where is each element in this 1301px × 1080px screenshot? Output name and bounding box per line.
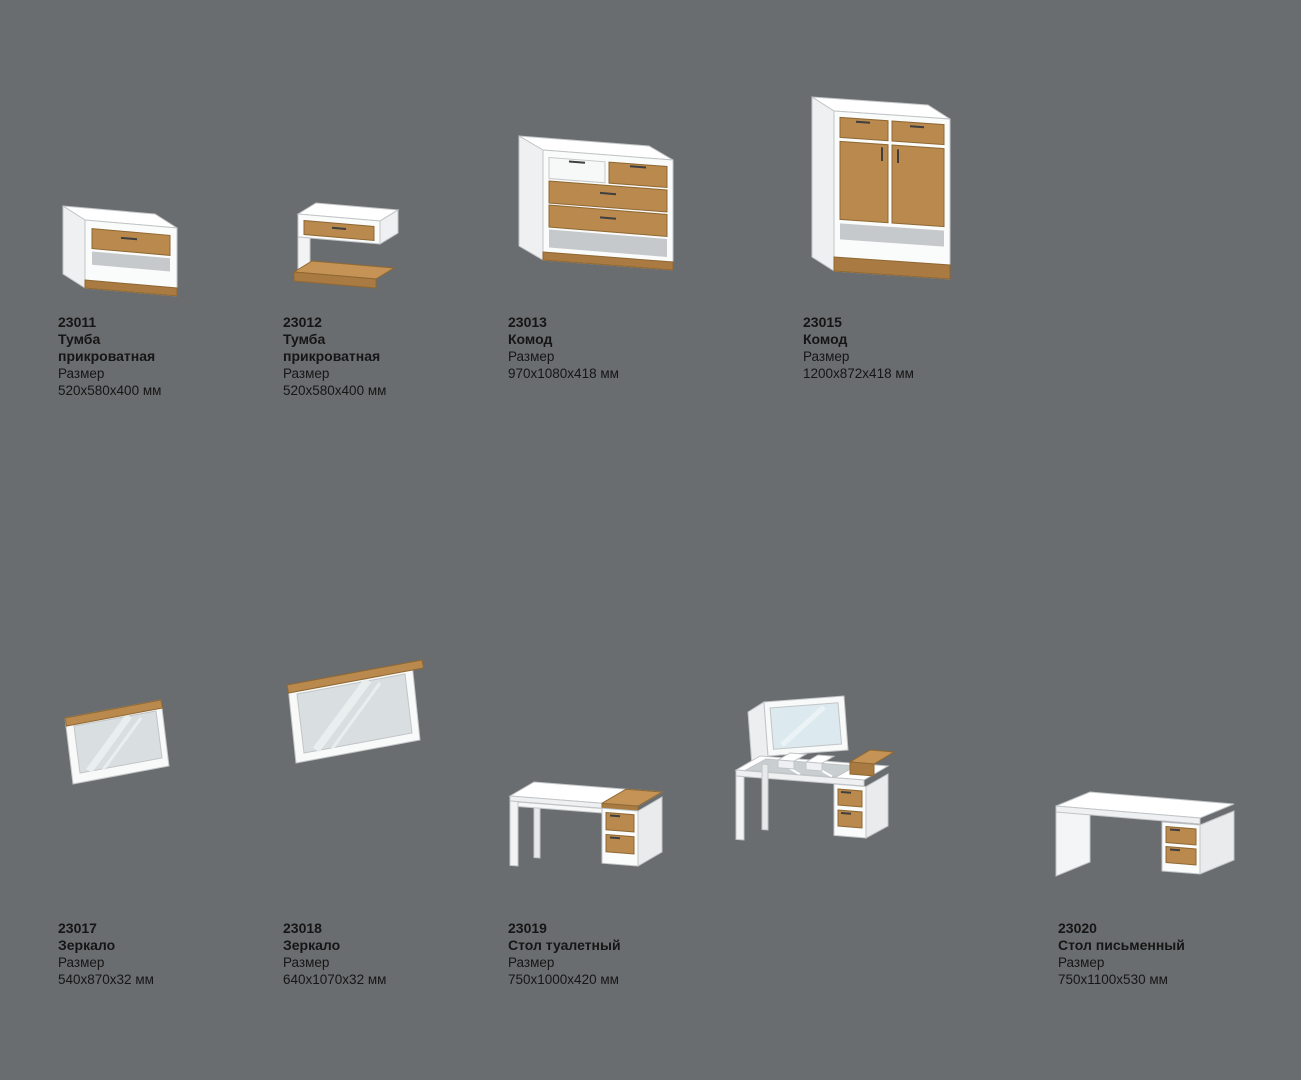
product-code: 23012 xyxy=(283,314,322,330)
size-label: Размер xyxy=(283,955,330,970)
product-caption-23015: 23015 Комод Размер 1200x872x418 мм xyxy=(803,314,945,382)
product-code: 23013 xyxy=(508,314,547,330)
product-caption-23013: 23013 Комод Размер 970x1080x418 мм xyxy=(508,314,650,382)
product-size: 540x870x32 мм xyxy=(58,972,154,987)
product-illustration-23013-dresser xyxy=(505,120,685,292)
product-code: 23020 xyxy=(1058,920,1097,936)
product-code: 23019 xyxy=(508,920,547,936)
product-name: Стол туалетный xyxy=(508,937,621,953)
product-illustration-23011-nightstand xyxy=(55,190,185,305)
product-size: 750x1000x420 мм xyxy=(508,972,619,987)
product-caption-23011: 23011 Тумба прикроватная Размер 520x580x… xyxy=(58,314,200,399)
product-name: Зеркало xyxy=(58,937,116,953)
product-illustration-23019-dressing-table-closed xyxy=(502,740,682,890)
product-name: Комод xyxy=(803,331,848,347)
product-code: 23017 xyxy=(58,920,97,936)
size-label: Размер xyxy=(58,366,105,381)
product-caption-23019: 23019 Стол туалетный Размер 750x1000x420… xyxy=(508,920,668,988)
product-illustration-23017-mirror xyxy=(55,692,177,794)
product-caption-23018: 23018 Зеркало Размер 640x1070x32 мм xyxy=(283,920,425,988)
size-label: Размер xyxy=(803,349,850,364)
product-code: 23015 xyxy=(803,314,842,330)
product-name: Зеркало xyxy=(283,937,341,953)
product-illustration-23018-mirror xyxy=(276,652,434,774)
product-code: 23018 xyxy=(283,920,322,936)
product-size: 970x1080x418 мм xyxy=(508,366,619,381)
product-illustration-23015-cabinet xyxy=(800,83,960,298)
product-name: Стол письменный xyxy=(1058,937,1185,953)
product-name: Комод xyxy=(508,331,553,347)
product-illustration-23012-nightstand xyxy=(280,182,405,302)
product-size: 640x1070x32 мм xyxy=(283,972,387,987)
size-label: Размер xyxy=(58,955,105,970)
product-illustration-23019-dressing-table-open xyxy=(720,690,920,890)
product-caption-23017: 23017 Зеркало Размер 540x870x32 мм xyxy=(58,920,200,988)
size-label: Размер xyxy=(1058,955,1105,970)
product-caption-23020: 23020 Стол письменный Размер 750x1100x53… xyxy=(1058,920,1218,988)
product-caption-23012: 23012 Тумба прикроватная Размер 520x580x… xyxy=(283,314,425,399)
product-size: 1200x872x418 мм xyxy=(803,366,914,381)
product-size: 750x1100x530 мм xyxy=(1058,972,1168,987)
product-size: 520x580x400 мм xyxy=(283,383,387,398)
size-label: Размер xyxy=(508,349,555,364)
product-code: 23011 xyxy=(58,314,97,330)
product-name: Тумба прикроватная xyxy=(58,331,156,364)
product-name: Тумба прикроватная xyxy=(283,331,381,364)
product-size: 520x580x400 мм xyxy=(58,383,162,398)
size-label: Размер xyxy=(283,366,330,381)
size-label: Размер xyxy=(508,955,555,970)
product-illustration-23020-writing-desk xyxy=(1050,760,1240,892)
